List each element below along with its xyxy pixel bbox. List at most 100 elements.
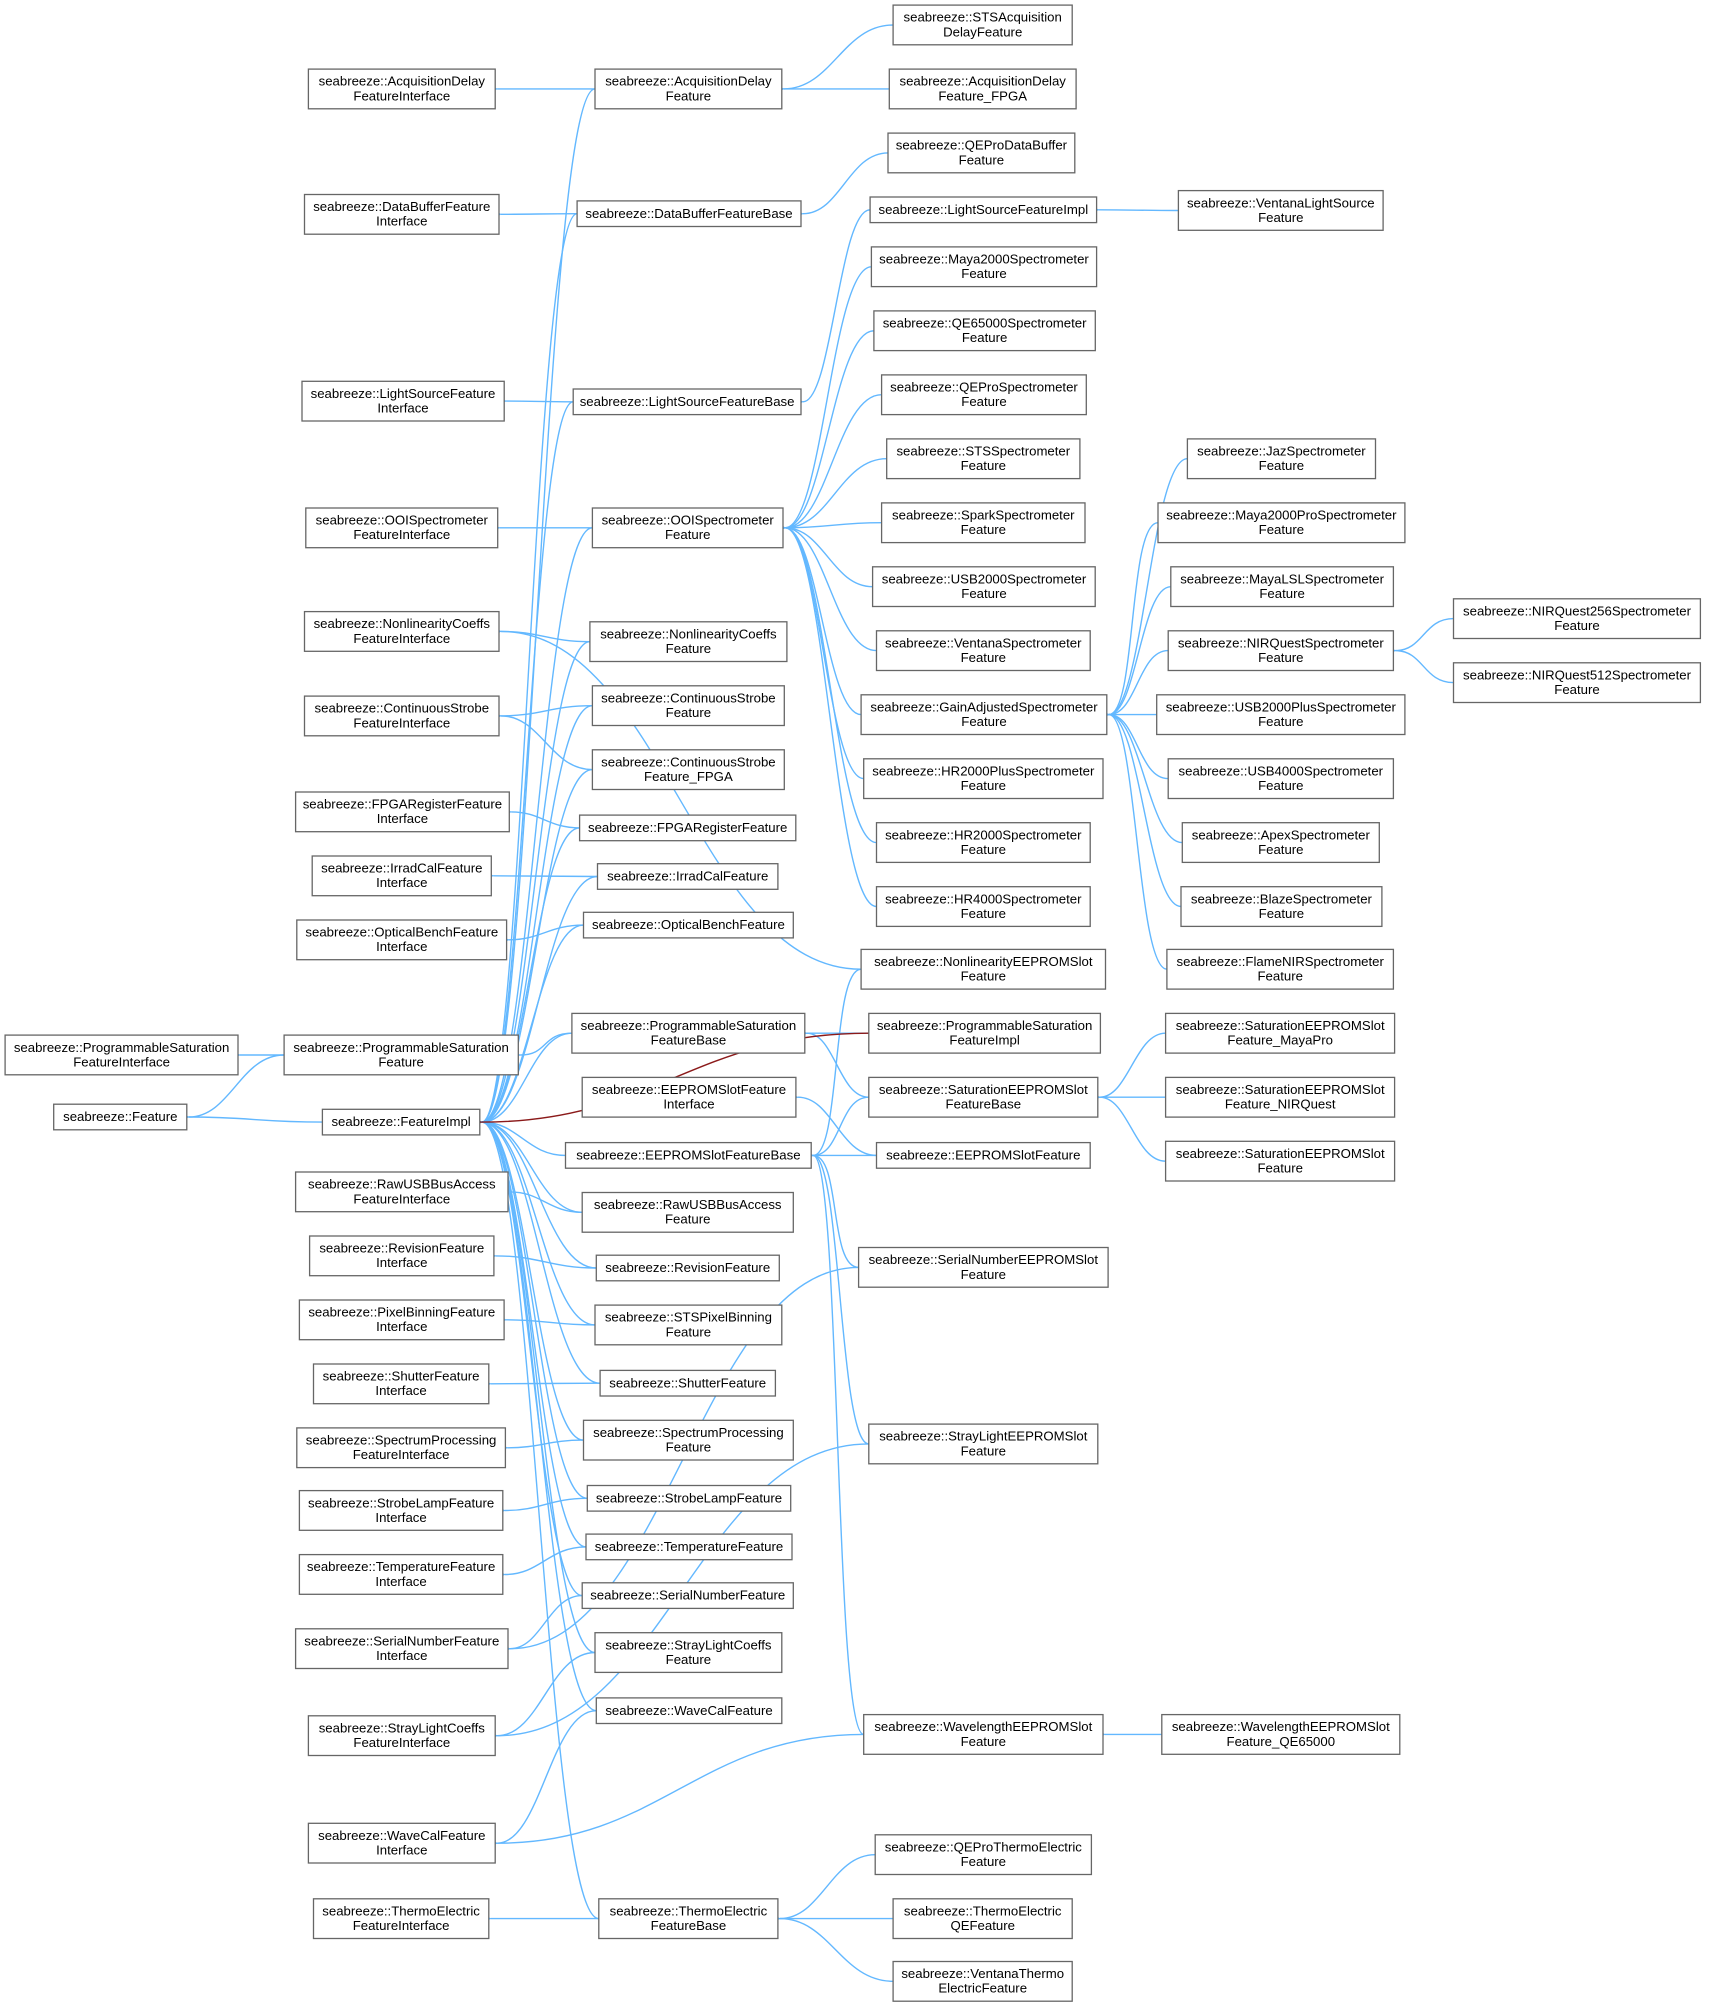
class-node-maya2000pro[interactable]: seabreeze::Maya2000ProSpectrometerFeatur… bbox=[1157, 502, 1406, 544]
class-node-lightsrc_impl[interactable]: seabreeze::LightSourceFeatureImpl bbox=[869, 196, 1098, 224]
class-node-featureimpl[interactable]: seabreeze::FeatureImpl bbox=[321, 1108, 481, 1136]
class-node-shutter[interactable]: seabreeze::ShutterFeature bbox=[599, 1369, 777, 1397]
class-node-databuf_base[interactable]: seabreeze::DataBufferFeatureBase bbox=[576, 200, 802, 228]
edge-lightsrc_base-to-lightsrc_if bbox=[495, 396, 574, 407]
class-label: seabreeze::OpticalBenchFeature bbox=[305, 925, 498, 940]
class-node-irrad[interactable]: seabreeze::IrradCalFeature bbox=[596, 863, 779, 890]
class-node-sateeprom_base[interactable]: seabreeze::SaturationEEPROMSlotFeatureBa… bbox=[868, 1076, 1099, 1118]
class-node-nlc_if[interactable]: seabreeze::NonlinearityCoeffsFeatureInte… bbox=[303, 610, 500, 652]
class-node-specproc_if[interactable]: seabreeze::SpectrumProcessingFeatureInte… bbox=[296, 1427, 507, 1469]
class-node-temp[interactable]: seabreeze::TemperatureFeature bbox=[585, 1533, 793, 1561]
class-box bbox=[591, 749, 785, 791]
class-node-optbench[interactable]: seabreeze::OpticalBenchFeature bbox=[582, 911, 794, 939]
class-node-wavecal[interactable]: seabreeze::WaveCalFeature bbox=[595, 1697, 783, 1725]
class-node-revision[interactable]: seabreeze::RevisionFeature bbox=[595, 1254, 780, 1282]
class-node-te_if[interactable]: seabreeze::ThermoElectricFeatureInterfac… bbox=[312, 1898, 490, 1940]
class-node-sateeprom_nir[interactable]: seabreeze::SaturationEEPROMSlotFeature_N… bbox=[1164, 1076, 1396, 1118]
class-node-rawusb_if[interactable]: seabreeze::RawUSBBusAccessFeatureInterfa… bbox=[294, 1171, 509, 1213]
class-node-waveeeprom_qe[interactable]: seabreeze::WavelengthEEPROMSlotFeature_Q… bbox=[1161, 1713, 1401, 1755]
class-node-usb2000plus[interactable]: seabreeze::USB2000PlusSpectrometerFeatur… bbox=[1156, 694, 1406, 736]
class-node-progsat_if[interactable]: seabreeze::ProgrammableSaturationFeature… bbox=[4, 1034, 239, 1076]
class-node-lightsrc_base[interactable]: seabreeze::LightSourceFeatureBase bbox=[572, 388, 802, 416]
class-node-nirq256[interactable]: seabreeze::NIRQuest256SpectrometerFeatur… bbox=[1452, 598, 1702, 640]
class-node-serial[interactable]: seabreeze::SerialNumberFeature bbox=[581, 1582, 794, 1610]
class-node-sateeprom_maya[interactable]: seabreeze::SaturationEEPROMSlotFeature_M… bbox=[1164, 1012, 1396, 1054]
class-box bbox=[1167, 758, 1395, 800]
class-node-strobe[interactable]: seabreeze::StrobeLampFeature bbox=[586, 1484, 792, 1512]
class-node-acqdelay_if[interactable]: seabreeze::AcquisitionDelayFeatureInterf… bbox=[307, 68, 496, 110]
class-node-eepromslot_base[interactable]: seabreeze::EEPROMSlotFeatureBase bbox=[564, 1141, 812, 1169]
class-node-eepromslot[interactable]: seabreeze::EEPROMSlotFeature bbox=[875, 1141, 1091, 1169]
class-node-progsat_base[interactable]: seabreeze::ProgrammableSaturationFeature… bbox=[571, 1012, 806, 1054]
class-box bbox=[591, 685, 785, 727]
class-node-feature[interactable]: seabreeze::Feature bbox=[53, 1103, 188, 1131]
class-node-contstrobe_if[interactable]: seabreeze::ContinuousStrobeFeatureInterf… bbox=[303, 695, 500, 737]
class-node-gainadj[interactable]: seabreeze::GainAdjustedSpectrometerFeatu… bbox=[860, 694, 1108, 736]
class-box bbox=[863, 1713, 1104, 1755]
class-box bbox=[303, 193, 500, 235]
class-node-nirq512[interactable]: seabreeze::NIRQuest512SpectrometerFeatur… bbox=[1452, 662, 1702, 704]
class-node-progsat_impl[interactable]: seabreeze::ProgrammableSaturationFeature… bbox=[868, 1012, 1102, 1054]
class-node-straylight_if[interactable]: seabreeze::StrayLightCoeffsFeatureInterf… bbox=[307, 1715, 496, 1757]
edge-waveeeprom-to-wavecal_if bbox=[486, 1733, 864, 1849]
class-label: seabreeze::SaturationEEPROMSlot bbox=[1176, 1146, 1385, 1161]
class-label: seabreeze::SpectrumProcessing bbox=[306, 1433, 497, 1448]
class-label: FeatureInterface bbox=[353, 527, 450, 542]
class-node-ooi_if[interactable]: seabreeze::OOISpectrometerFeatureInterfa… bbox=[305, 507, 499, 549]
class-node-fpgareg[interactable]: seabreeze::FPGARegisterFeature bbox=[578, 814, 797, 842]
